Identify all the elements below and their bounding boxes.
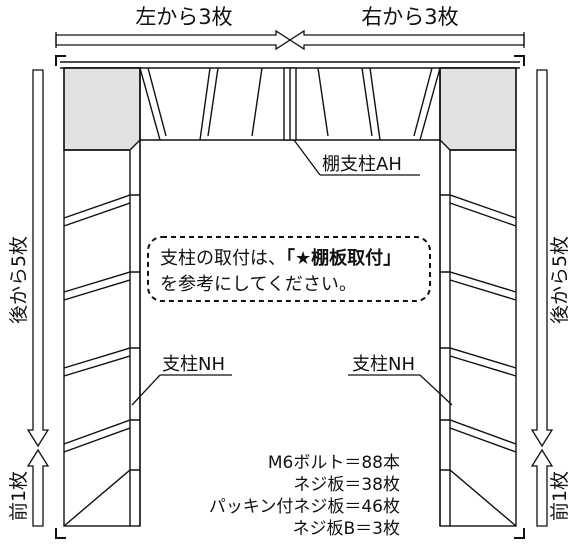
top-arrows [55, 29, 525, 51]
label-top-right: 右から3枚 [361, 5, 458, 29]
top-right-arrow [288, 29, 525, 51]
left-side-panels [63, 67, 141, 527]
right-side-panels [439, 67, 517, 527]
right-arrows [530, 69, 554, 527]
corner-panel-left [63, 67, 141, 151]
note-line1: 支柱の取付は、「★棚板取付」 [160, 247, 401, 269]
label-post-nh-left: 支柱NH [162, 354, 225, 375]
note-prefix: 支柱の取付は、 [160, 248, 286, 269]
corner-panel-right [439, 67, 517, 151]
label-right-side: 後から5枚 [549, 236, 571, 324]
corner-brackets [55, 55, 525, 539]
label-left-front: 前1枚 [8, 471, 30, 521]
label-left-side: 後から5枚 [8, 236, 30, 324]
note-emphasis: 「★棚板取付」 [286, 247, 401, 269]
left-arrows [26, 69, 50, 527]
back-panels [60, 61, 520, 151]
label-top-left: 左から3枚 [135, 5, 232, 29]
note-box [147, 236, 431, 302]
parts-item: ネジ板B＝3枚 [293, 519, 400, 539]
parts-list: M6ボルト＝88本 ネジ板＝38枚 パッキン付ネジ板＝46枚 ネジ板B＝3枚 [209, 453, 400, 539]
top-left-arrow [55, 29, 292, 51]
note-line2: を参考にしてください。 [160, 274, 357, 295]
parts-item: M6ボルト＝88本 [268, 453, 400, 473]
label-post-nh-right: 支柱NH [352, 354, 415, 375]
label-post-ah: 棚支柱AH [322, 154, 402, 175]
parts-item: パッキン付ネジ板＝46枚 [209, 497, 400, 517]
label-right-front: 前1枚 [549, 471, 571, 521]
parts-item: ネジ板＝38枚 [293, 475, 400, 495]
